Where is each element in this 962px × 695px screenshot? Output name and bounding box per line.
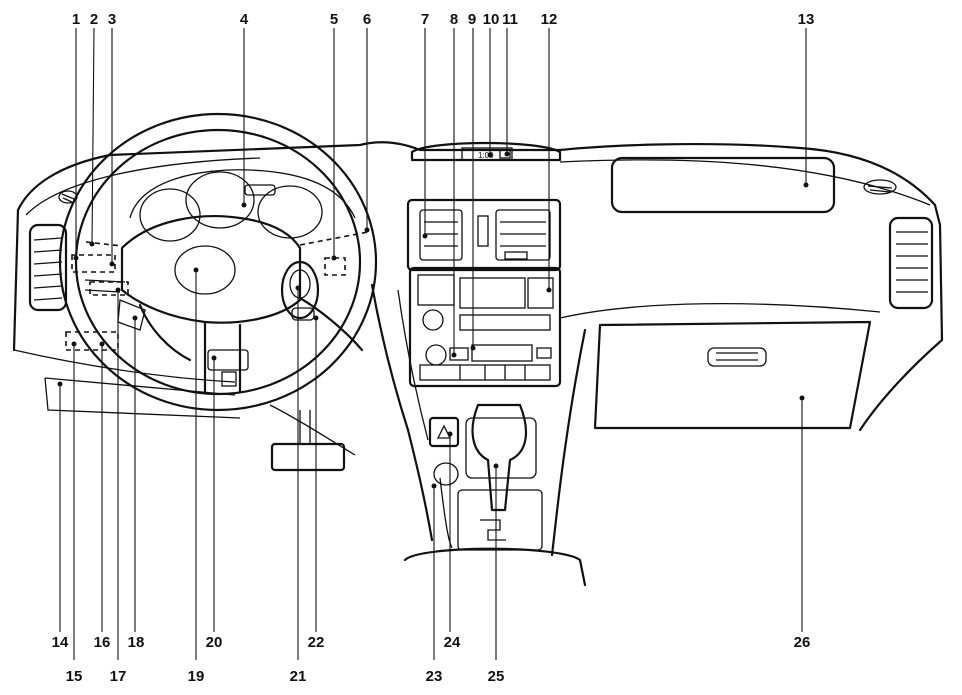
callout-labels: 1 2 3 4 5 6 7 8 9 10 11 12 13 14 15 16 1… (52, 11, 815, 685)
callout-2: 2 (90, 11, 98, 28)
callout-9: 9 (468, 11, 476, 28)
callout-21: 21 (290, 668, 307, 685)
callout-7: 7 (421, 11, 429, 28)
callout-23: 23 (426, 668, 443, 685)
callout-5: 5 (330, 11, 338, 28)
callout-18: 18 (128, 634, 145, 651)
center-stack (406, 198, 562, 388)
callout-17: 17 (110, 668, 127, 685)
callout-10: 10 (483, 11, 500, 28)
callout-12: 12 (541, 11, 558, 28)
callout-15: 15 (66, 668, 83, 685)
shift-console (403, 403, 587, 587)
callout-20: 20 (206, 634, 223, 651)
callout-22: 22 (308, 634, 325, 651)
clock-housing: 1:00 (410, 141, 562, 162)
callout-4: 4 (240, 11, 249, 28)
callout-16: 16 (94, 634, 111, 651)
hidden-components (65, 231, 369, 351)
callout-1: 1 (72, 11, 80, 28)
callout-19: 19 (188, 668, 205, 685)
callout-24: 24 (444, 634, 461, 651)
clock-display: 1:00 (478, 151, 494, 160)
callout-13: 13 (798, 11, 815, 28)
brake-pedal (270, 410, 346, 472)
left-side-vent (28, 190, 78, 312)
callout-11: 11 (502, 11, 518, 28)
callout-26: 26 (794, 634, 811, 651)
callout-3: 3 (108, 11, 116, 28)
callout-14: 14 (52, 634, 69, 651)
steering-wheel (58, 112, 378, 412)
callout-8: 8 (450, 11, 458, 28)
dashboard-body (12, 141, 944, 557)
callout-6: 6 (363, 11, 371, 28)
leader-dots (57, 151, 809, 489)
right-side-vent (863, 179, 934, 310)
leader-lines (59, 27, 807, 660)
passenger-panel (593, 156, 872, 430)
callout-25: 25 (488, 668, 505, 685)
